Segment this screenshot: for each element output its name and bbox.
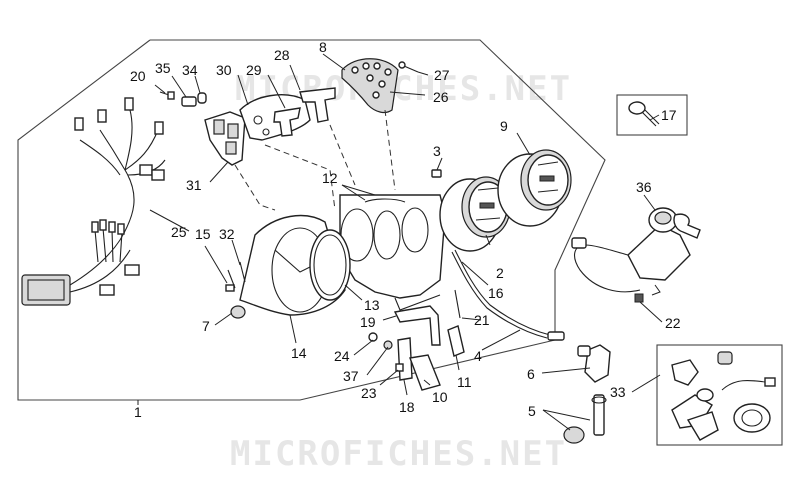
wiring-harness	[21, 97, 166, 306]
label-13: 13	[364, 297, 380, 313]
label-9: 9	[500, 118, 508, 134]
label-17: 17	[661, 107, 677, 123]
label-20: 20	[130, 68, 146, 84]
bracket-10	[409, 354, 441, 391]
bracket-11	[447, 325, 465, 357]
label-21: 21	[474, 312, 490, 328]
label-5: 5	[528, 403, 536, 419]
washer-24-37-23	[368, 332, 404, 372]
ignition-switch-36	[571, 207, 701, 303]
leader-lines	[137, 53, 663, 431]
drive-cable	[451, 249, 565, 341]
retaining-ring-13	[309, 229, 351, 301]
label-3: 3	[433, 143, 441, 159]
key-17-inset	[616, 94, 688, 136]
mounting-bracket-19	[393, 305, 441, 346]
nut-3	[431, 169, 442, 178]
bulb-holder-35	[181, 96, 197, 107]
screw-20	[159, 91, 175, 100]
label-18: 18	[399, 399, 415, 415]
screw-27	[398, 61, 419, 73]
bolt-15	[225, 269, 236, 292]
label-37: 37	[343, 368, 359, 384]
label-1: 1	[134, 404, 142, 420]
label-26: 26	[433, 89, 449, 105]
speedometer-gauge-9	[497, 149, 572, 227]
label-10: 10	[432, 389, 448, 405]
spacer-7	[230, 305, 246, 319]
label-6: 6	[527, 366, 535, 382]
indicator-lamp-strip	[239, 87, 336, 141]
label-15: 15	[195, 226, 211, 242]
label-19: 19	[360, 314, 376, 330]
label-28: 28	[274, 47, 290, 63]
label-16: 16	[488, 285, 504, 301]
label-4: 4	[474, 348, 482, 364]
watermark-bottom: MICROFICHES.NET	[230, 434, 567, 474]
label-2: 2	[496, 265, 504, 281]
label-7: 7	[202, 318, 210, 334]
label-24: 24	[334, 348, 350, 364]
label-29: 29	[246, 62, 262, 78]
label-32: 32	[219, 226, 235, 242]
instrument-housing-12	[339, 194, 446, 311]
screw-21	[454, 289, 461, 319]
label-35: 35	[155, 60, 171, 76]
label-22: 22	[665, 315, 681, 331]
label-23: 23	[361, 385, 377, 401]
label-33: 33	[610, 384, 626, 400]
label-11: 11	[457, 374, 472, 390]
label-36: 36	[636, 179, 652, 195]
label-8: 8	[319, 39, 327, 55]
label-27: 27	[434, 67, 450, 83]
label-31: 31	[186, 177, 202, 193]
bulb-34	[197, 92, 207, 104]
lock-set-33-inset	[656, 344, 783, 446]
label-25: 25	[171, 224, 187, 240]
warning-light-bracket	[204, 111, 246, 166]
label-12: 12	[322, 170, 338, 186]
bolt-32	[239, 261, 246, 283]
label-34: 34	[182, 62, 198, 78]
label-30: 30	[216, 62, 232, 78]
cover-plate-8	[341, 58, 399, 114]
label-14: 14	[291, 345, 307, 361]
drive-gear-5	[563, 394, 607, 444]
drive-unit-6	[577, 344, 611, 383]
